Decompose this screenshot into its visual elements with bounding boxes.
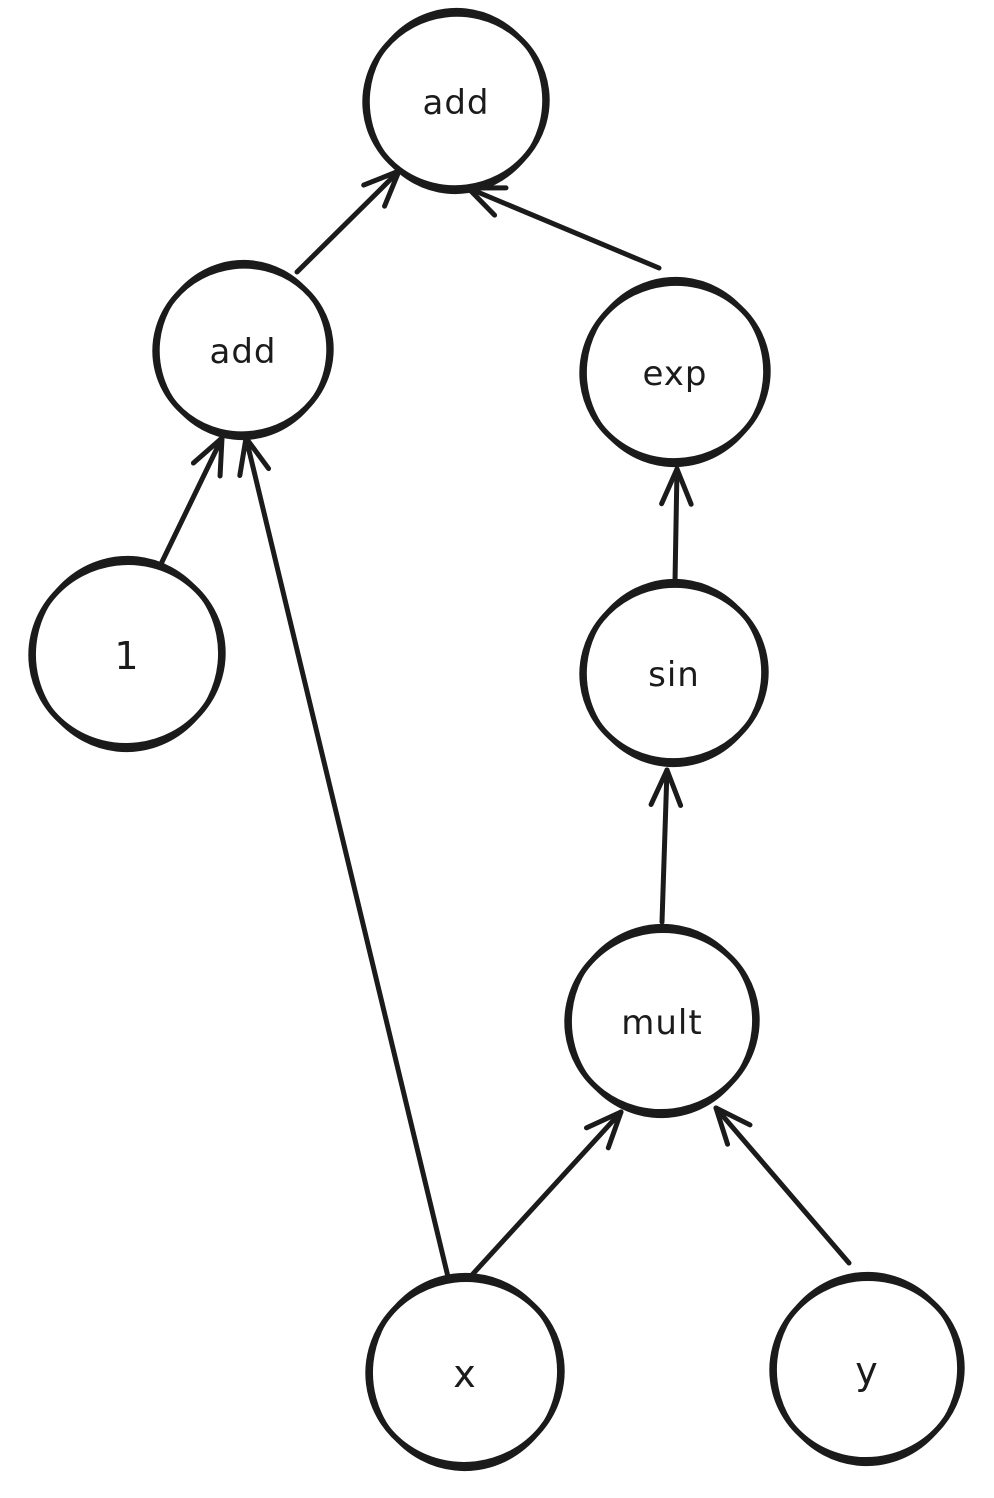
arrowhead-barb xyxy=(713,1105,731,1147)
edge-x-to-mult xyxy=(468,1109,624,1279)
node-circle-overstroke xyxy=(155,259,331,441)
node-circle-overstroke xyxy=(567,923,757,1119)
arrowhead-barb xyxy=(361,168,402,188)
arrowhead-barb xyxy=(382,168,402,209)
node-label-sin: sin xyxy=(648,655,700,695)
edge-y-to-mult xyxy=(713,1105,852,1266)
arrowhead-barb xyxy=(664,767,684,808)
node-label-add-left: add xyxy=(210,332,277,372)
node-label-y: y xyxy=(855,1349,879,1393)
edge-one-to-add-left xyxy=(157,435,225,569)
node-label-add-root: add xyxy=(423,83,490,123)
edge-sin-to-exp xyxy=(659,466,694,585)
node-one: 1 xyxy=(28,555,226,753)
node-circle xyxy=(28,559,226,749)
node-circle-overstroke xyxy=(365,7,547,195)
node-label-x: x xyxy=(453,1352,477,1396)
node-circle xyxy=(769,1275,965,1463)
node-x: x xyxy=(365,1272,565,1472)
edge-add-left-to-add-root xyxy=(294,168,402,275)
arrowhead-barb xyxy=(648,767,670,807)
node-label-one: 1 xyxy=(114,634,139,678)
arrowhead-barb xyxy=(237,435,249,478)
node-circle xyxy=(579,582,769,764)
arrowhead-barb xyxy=(605,1109,624,1151)
node-circle xyxy=(564,927,760,1115)
arrowhead-barb xyxy=(243,435,272,472)
arrowhead-barb xyxy=(465,185,498,218)
node-circle xyxy=(152,263,334,437)
node-mult: mult xyxy=(564,923,760,1119)
node-circle xyxy=(362,11,550,191)
arrowhead-barb xyxy=(190,435,225,466)
arrowhead-barb xyxy=(713,1105,753,1128)
arrowhead-barb xyxy=(674,466,694,507)
edge-x-to-add-left xyxy=(237,435,452,1284)
node-circle-overstroke xyxy=(582,578,766,768)
node-exp: exp xyxy=(579,276,771,468)
node-label-mult: mult xyxy=(621,1003,702,1043)
node-add-left: add xyxy=(152,259,334,441)
edge-exp-to-add-root xyxy=(465,185,662,271)
edge-mult-to-sin xyxy=(648,767,684,925)
node-circle-overstroke xyxy=(772,1271,962,1467)
node-circle-overstroke xyxy=(368,1272,562,1472)
node-circle xyxy=(579,280,771,464)
arrowhead-barb xyxy=(659,466,680,507)
node-circle xyxy=(365,1276,565,1468)
arrowhead-barb xyxy=(217,435,225,479)
node-sin: sin xyxy=(579,578,769,768)
node-y: y xyxy=(769,1271,965,1467)
node-circle-overstroke xyxy=(582,276,768,468)
node-label-exp: exp xyxy=(642,354,707,394)
arrowhead-barb xyxy=(583,1109,624,1131)
node-circle-overstroke xyxy=(31,555,223,753)
node-add-root: add xyxy=(362,7,550,195)
